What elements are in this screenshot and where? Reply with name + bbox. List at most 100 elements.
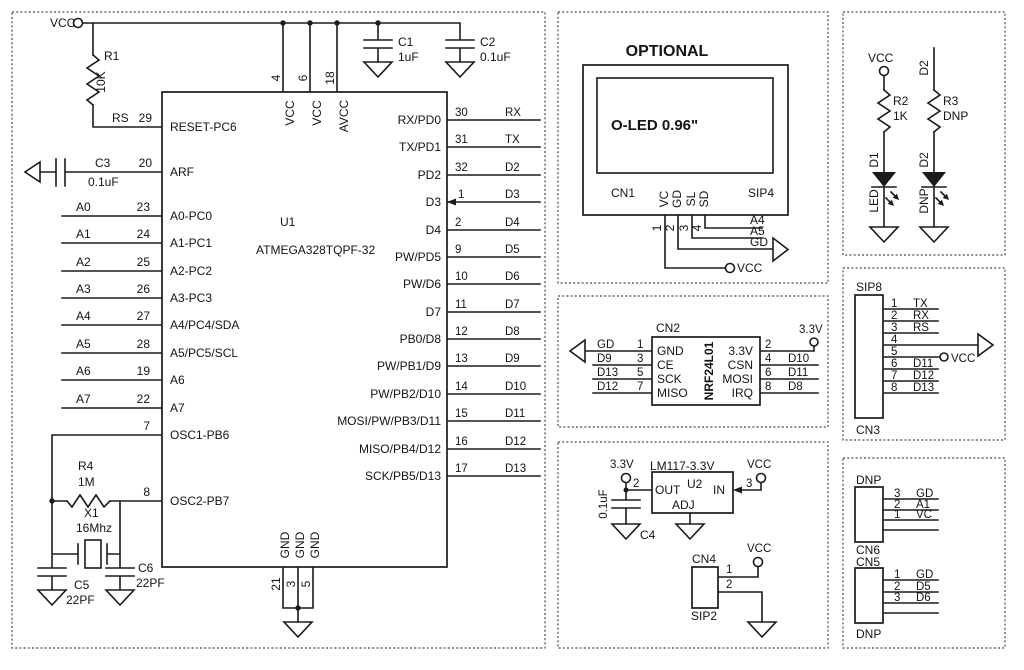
in-pin-name: IN: [713, 483, 725, 497]
oled-pin-number: 2: [663, 224, 677, 231]
cn3-body: [854, 294, 884, 419]
digital-name: D4: [426, 223, 442, 237]
cn6-net: GD: [916, 488, 933, 500]
nrf-pin-name: SCK: [657, 372, 682, 386]
r2-resistor-zigzag: [876, 88, 892, 134]
ic-ref: U1: [280, 215, 296, 229]
c2-value: 0.1uF: [480, 50, 511, 64]
reset-net-label: RS: [112, 111, 129, 125]
oled-net-a5: A5: [750, 224, 765, 238]
cn6-pin-number: 2: [894, 499, 900, 511]
r4-ref: R4: [78, 459, 94, 473]
r1-ref: R1: [104, 49, 120, 63]
junction-dot: [307, 20, 313, 26]
c1-ref: C1: [398, 35, 414, 49]
sip8-pin-number: 7: [891, 370, 897, 382]
digital-pin: 11: [455, 299, 467, 311]
nrf-pin-number: 4: [765, 353, 772, 365]
digital-net: D4: [505, 217, 520, 229]
nrf-pin-name: GND: [657, 344, 684, 358]
c4-ref: C4: [640, 528, 656, 542]
analog-name: A0-PC0: [170, 209, 212, 223]
c5-ref: C5: [74, 578, 90, 592]
gnd-symbol-icon: [282, 621, 314, 639]
sip8-net: RS: [913, 322, 929, 334]
sip8-pin-number: 3: [891, 322, 897, 334]
led-light-arrow-icon: [937, 199, 944, 206]
in-pin-number: 3: [746, 478, 752, 490]
analog-net: A6: [76, 364, 91, 378]
sip8-net: D12: [913, 370, 934, 382]
cn3-ref: CN3: [856, 423, 880, 437]
r4-value: 1M: [78, 475, 95, 489]
gnd-symbol-icon: [104, 589, 136, 607]
digital-pin: 30: [455, 107, 468, 119]
cn5-pin-number: 1: [894, 569, 900, 581]
cn5-net: GD: [916, 569, 933, 581]
sip8-net: TX: [913, 298, 928, 310]
power-pin-name: AVCC: [337, 99, 351, 132]
digital-net: D13: [505, 463, 526, 475]
gnd-pin-number: 5: [299, 580, 313, 587]
digital-name: PB0/D8: [400, 332, 442, 346]
digital-pin: 12: [455, 326, 468, 338]
analog-net: A5: [76, 337, 91, 351]
gnd-arrow-left-icon: [568, 338, 586, 364]
digital-name: PD2: [418, 168, 442, 182]
sip8-net: RX: [913, 310, 929, 322]
digital-pin: 9: [455, 244, 461, 256]
analog-pin: 23: [137, 200, 151, 214]
nrf-net: D13: [597, 367, 618, 379]
nrf-pin-name: 3.3V: [728, 344, 753, 358]
digital-net: D10: [505, 381, 526, 393]
d2-net-label: D2: [917, 60, 931, 76]
cn6-net: A1: [916, 499, 930, 511]
cn4-pin-number: 2: [726, 579, 732, 591]
oled-net-vcc: VCC: [737, 261, 763, 275]
cn5-net: D6: [916, 592, 931, 604]
nrf-rail-label: 3.3V: [799, 324, 823, 336]
led-light-arrow-icon: [887, 199, 894, 206]
osc2-pin-number: 8: [143, 485, 150, 499]
c1-value: 1uF: [398, 50, 419, 64]
c3-ref: C3: [95, 156, 111, 170]
led-section: VCC D2 R2 1K R3 DNP D1 LED D2 DNP: [842, 11, 1006, 256]
nrf-pin-name: CE: [657, 358, 674, 372]
digital-name: MOSI/PW/PB3/D11: [337, 414, 441, 428]
nrf-net: D8: [788, 381, 803, 393]
power-pin-number: 18: [323, 71, 337, 85]
sip8-pin-number: 6: [891, 358, 897, 370]
sip8-pin-number: 1: [891, 298, 897, 310]
r3-value: DNP: [943, 109, 968, 123]
digital-net: D8: [505, 326, 520, 338]
cn6-net: VC: [916, 509, 932, 521]
r3-ref: R3: [943, 94, 959, 108]
ic-body: [161, 91, 448, 568]
junction-dot: [334, 20, 340, 26]
digital-pin: 15: [455, 408, 468, 420]
analog-pin: 22: [137, 392, 151, 406]
nrf-pin-name: MOSI: [722, 372, 753, 386]
analog-name: A1-PC1: [170, 236, 212, 250]
d2-label: DNP: [917, 188, 931, 213]
nrf-pin-number: 8: [765, 381, 771, 393]
cn5-pin-number: 3: [894, 592, 900, 604]
sip4-label: SIP4: [748, 186, 774, 200]
analog-name: A7: [170, 401, 185, 415]
ic-part-number: ATMEGA328TQPF-32: [256, 243, 375, 257]
sip8-pin-number: 2: [891, 310, 897, 322]
cn5-ref: CN5: [856, 555, 880, 569]
d1-label: LED: [867, 189, 881, 213]
digital-pin: 31: [455, 134, 468, 146]
oled-pin-name: SL: [684, 191, 698, 206]
digital-net: D9: [505, 353, 520, 365]
sip8-section: SIP8 CN3 1 TX 2 RX 3 RS 4 5 VCC 6 D11 7 …: [842, 267, 1006, 441]
crystal-body: [84, 539, 102, 569]
r2-value: 1K: [893, 109, 908, 123]
digital-pin: 32: [455, 162, 468, 174]
oled-net-gd: GD: [750, 235, 768, 249]
digital-name: PW/PB2/D10: [370, 387, 441, 401]
d2-ref: D2: [917, 152, 931, 168]
rail-terminal-icon: [809, 337, 819, 347]
sip2-label: SIP2: [691, 609, 717, 623]
